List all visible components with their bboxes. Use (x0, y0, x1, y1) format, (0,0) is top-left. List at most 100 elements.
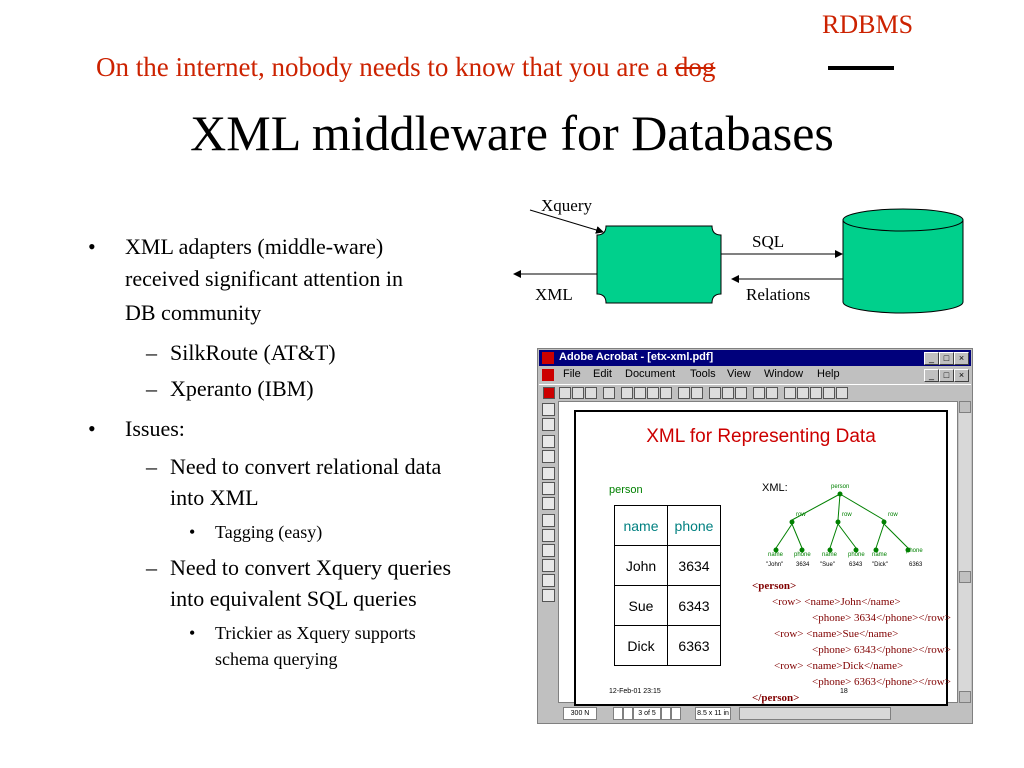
search-icon[interactable] (797, 387, 809, 399)
scroll-thumb[interactable] (959, 571, 971, 583)
acrobat-logo-icon (543, 387, 555, 399)
go-back-icon[interactable] (678, 387, 690, 399)
database-cylinder (842, 208, 964, 314)
actual-size-icon[interactable] (709, 387, 721, 399)
page-indicator[interactable]: 3 of 5 (633, 707, 661, 720)
sub-bullet-text: Need to convert relational data (170, 454, 442, 479)
xml-line: <row> <name>John</name> (772, 596, 901, 608)
article-tool-icon[interactable] (542, 544, 555, 557)
first-page-button[interactable] (613, 707, 623, 720)
menu-tools[interactable]: Tools (690, 368, 716, 380)
prev-page-icon[interactable] (634, 387, 646, 399)
menu-window[interactable]: Window (764, 368, 804, 380)
crop-tool-icon[interactable] (542, 450, 555, 463)
bullet-marker: • (189, 623, 196, 643)
rdbms-label: RDBMS (822, 10, 914, 39)
last-page-icon[interactable] (660, 387, 672, 399)
maximize-button[interactable]: □ (939, 352, 954, 365)
sub-bullet-text: into equivalent SQL queries (170, 586, 417, 611)
touchup-tool-icon[interactable] (542, 574, 555, 587)
tree-row-label: row (888, 512, 898, 518)
sub-bullet-text: SilkRoute (AT&T) (170, 340, 336, 365)
xml-line: <row> <name>Dick</name> (774, 660, 904, 672)
pencil-tool-icon[interactable] (542, 482, 555, 495)
acrobat-app-icon (542, 352, 554, 364)
scroll-up-button[interactable] (959, 401, 971, 413)
next-page-button[interactable] (661, 707, 671, 720)
xml-tree-label: XML: (762, 482, 788, 494)
last-page-button[interactable] (671, 707, 681, 720)
search-results-icon[interactable] (810, 387, 822, 399)
tree-leaf-label: phone (794, 552, 811, 558)
sub-bullet-item: – Xperanto (IBM) (146, 374, 314, 404)
xml-tree-svg (773, 491, 911, 553)
architecture-diagram: Xquery SQL XML Relations (500, 190, 970, 320)
text-select-icon[interactable] (542, 435, 555, 448)
acrobat-window-title: Adobe Acrobat - [etx-xml.pdf] (559, 351, 714, 363)
menu-view[interactable]: View (727, 368, 751, 380)
sub-bullet-item: – Need to convert relational data (146, 452, 441, 482)
fit-page-icon[interactable] (722, 387, 734, 399)
hand-tool-icon[interactable] (542, 403, 555, 416)
next-page-icon[interactable] (647, 387, 659, 399)
tree-root-label: person (831, 484, 850, 490)
prev-page-button[interactable] (623, 707, 633, 720)
toggle-bookmarks-icon[interactable] (603, 387, 615, 399)
doc-close-button[interactable]: × (954, 369, 969, 382)
bullet-text: received significant attention in (125, 266, 403, 291)
rotate-left-icon[interactable] (753, 387, 765, 399)
rotate-right-icon[interactable] (766, 387, 778, 399)
form-tool-icon[interactable] (542, 514, 555, 527)
acrobat-document-pane[interactable]: XML for Representing Data person XML: na… (558, 401, 958, 706)
go-forward-icon[interactable] (691, 387, 703, 399)
close-button[interactable]: × (954, 352, 969, 365)
link-tool-icon[interactable] (542, 529, 555, 542)
help-icon[interactable] (836, 387, 848, 399)
minimize-button[interactable]: _ (924, 352, 939, 365)
scroll-down-button[interactable] (959, 691, 971, 703)
web-link-icon[interactable] (823, 387, 835, 399)
doc-restore-button[interactable]: □ (939, 369, 954, 382)
fit-width-icon[interactable] (735, 387, 747, 399)
line-tool-icon[interactable] (542, 497, 555, 510)
signature-tool-icon[interactable] (542, 589, 555, 602)
bullet-text: DB community (125, 300, 262, 325)
tree-leaf-label: phone (906, 548, 923, 554)
diagram-svg (513, 208, 964, 314)
save-icon[interactable] (585, 387, 597, 399)
sub-sub-bullet-text: Trickier as Xquery supports (215, 623, 416, 643)
page-size: 8.5 x 11 in (695, 707, 731, 720)
find-icon[interactable] (784, 387, 796, 399)
bullet-item: • XML adapters (middle-ware) (88, 232, 383, 262)
menu-document[interactable]: Document (625, 368, 676, 380)
document-icon (542, 369, 554, 381)
bullet-marker: • (88, 416, 96, 441)
menu-edit[interactable]: Edit (593, 368, 612, 380)
table-cell: John (614, 545, 668, 586)
vertical-scrollbar[interactable] (959, 401, 971, 703)
print-icon[interactable] (572, 387, 584, 399)
xml-line: <person> (752, 580, 797, 592)
horizontal-scrollbar[interactable] (739, 707, 891, 720)
note-tool-icon[interactable] (542, 467, 555, 480)
sub-sub-bullet-text: Tagging (easy) (215, 522, 323, 542)
bullet-text: XML adapters (middle-ware) (125, 234, 384, 259)
table-cell: 6343 (667, 585, 721, 626)
menu-file[interactable]: File (563, 368, 581, 380)
zoom-level[interactable]: 300 N (563, 707, 597, 720)
bullet-text: Issues: (125, 416, 185, 441)
doc-minimize-button[interactable]: _ (924, 369, 939, 382)
first-page-icon[interactable] (621, 387, 633, 399)
table-row: Sue 6343 (614, 585, 721, 626)
menu-help[interactable]: Help (817, 368, 840, 380)
open-icon[interactable] (559, 387, 571, 399)
subtitle-text: On the internet, nobody needs to know th… (96, 52, 675, 82)
zoom-tool-icon[interactable] (542, 418, 555, 431)
acrobat-title-bar: Adobe Acrobat - [etx-xml.pdf] _ □ × (539, 350, 971, 366)
pdf-footer-date: 12-Feb-01 23:15 (609, 688, 661, 695)
sub-bullet-item: – Need to convert Xquery queries (146, 553, 451, 583)
dash-marker: – (146, 555, 157, 580)
subtitle: On the internet, nobody needs to know th… (96, 52, 715, 83)
movie-tool-icon[interactable] (542, 559, 555, 572)
xquery-arrow (529, 209, 604, 234)
